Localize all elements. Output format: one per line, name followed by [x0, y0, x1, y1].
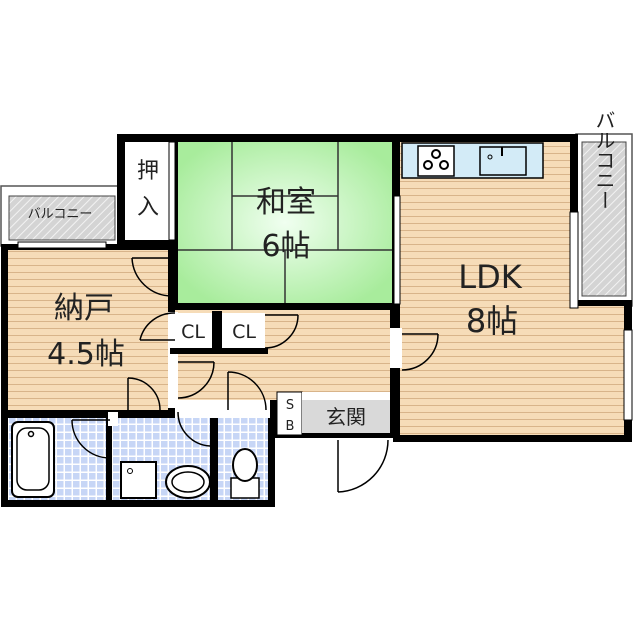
- nando-name: 納戸: [54, 291, 114, 326]
- toilet-icon: [230, 448, 260, 499]
- balcony-left-label: バルコニー: [28, 207, 93, 222]
- kitchen-counter: [401, 142, 544, 179]
- room-genkan: [302, 400, 390, 433]
- shoebox-label-bottom: B: [286, 419, 295, 434]
- room-washitsu: [178, 142, 392, 303]
- oshiire-label-top: 押: [137, 159, 159, 184]
- doors: [71, 257, 439, 493]
- ldk-size: 8帖: [466, 302, 518, 340]
- nando-size: 4.5帖: [47, 337, 125, 372]
- room-oshiire: [125, 142, 173, 240]
- room-ldk: [400, 142, 624, 435]
- oshiire-label-bottom: 入: [137, 195, 159, 220]
- windows: [17, 141, 633, 421]
- washing-machine-icon: [120, 461, 157, 499]
- washitsu-size: 6帖: [261, 229, 310, 264]
- closet-1-label: CL: [181, 321, 205, 343]
- balcony-right: バルコニー: [575, 110, 633, 307]
- closet-2: [222, 313, 265, 348]
- closet-2-label: CL: [232, 321, 256, 343]
- washitsu-name: 和室: [256, 185, 316, 220]
- balcony-left: バルコニー: [0, 185, 119, 247]
- balcony-right-label: バルコニー: [592, 110, 616, 210]
- room-nando: [8, 250, 168, 410]
- shoebox-label-top: S: [286, 398, 294, 413]
- genkan-name: 玄関: [326, 405, 366, 429]
- ldk-name: LDK: [458, 258, 522, 296]
- closet-1: [175, 313, 212, 348]
